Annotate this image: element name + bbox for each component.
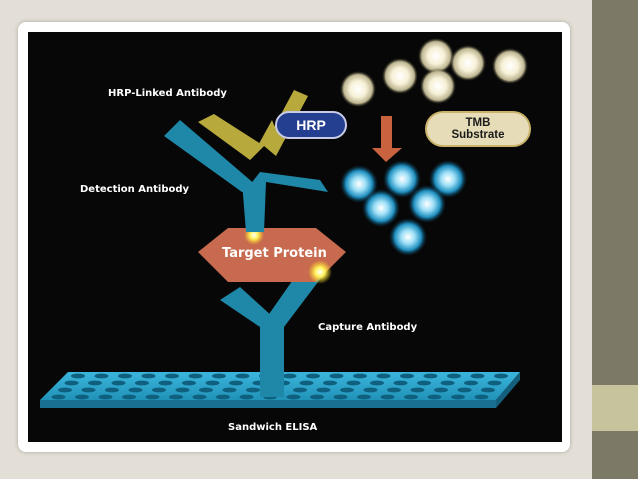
- plate-well: [423, 373, 438, 379]
- plate-well: [122, 394, 136, 400]
- tmb-substrate-pill: [425, 111, 531, 147]
- plate-wells: [51, 373, 508, 400]
- plate-well: [205, 380, 220, 386]
- capture-antibody-label: Capture Antibody: [318, 322, 418, 333]
- plate-well: [457, 387, 472, 393]
- plate-well: [165, 373, 179, 379]
- plate-well: [306, 373, 320, 379]
- plate-well: [282, 373, 297, 379]
- substrate-molecules: [340, 38, 528, 107]
- plate-well: [212, 373, 226, 379]
- reaction-arrow: [372, 116, 402, 162]
- detection-antibody-label: Detection Antibody: [80, 184, 190, 195]
- plate-well: [81, 387, 96, 393]
- plate-well: [464, 380, 478, 386]
- plate-well: [333, 394, 348, 400]
- plate-well: [192, 394, 207, 400]
- plate-well: [470, 373, 485, 379]
- plate-well: [387, 387, 401, 393]
- plate-well: [323, 380, 337, 386]
- capture-antibody: [220, 264, 324, 397]
- tmb-label-line2: Substrate: [451, 129, 505, 141]
- plate-well: [111, 380, 126, 386]
- plate-well: [128, 387, 143, 393]
- plate-well: [94, 373, 109, 379]
- hrp-linked-antibody-label: HRP-Linked Antibody: [108, 88, 227, 99]
- plate-well: [417, 380, 431, 386]
- plate-well: [188, 373, 203, 379]
- plate-well: [346, 380, 361, 386]
- plate-well: [340, 387, 354, 393]
- plate-well: [141, 373, 156, 379]
- plate-well: [447, 373, 461, 379]
- plate-well: [316, 387, 331, 393]
- target-protein-label: Target Protein: [222, 246, 327, 261]
- plate-well: [246, 387, 260, 393]
- plate-well: [487, 380, 502, 386]
- plate-well: [98, 394, 113, 400]
- plate-well: [158, 380, 173, 386]
- plate-well: [175, 387, 190, 393]
- plate-well: [71, 373, 85, 379]
- plate-well: [299, 380, 314, 386]
- plate-well: [353, 373, 367, 379]
- plate-well: [310, 394, 324, 400]
- plate-well: [199, 387, 213, 393]
- plate-well: [235, 373, 250, 379]
- plate-well: [58, 387, 72, 393]
- plate-well: [169, 394, 183, 400]
- plate-well: [135, 380, 149, 386]
- plate-well: [222, 387, 237, 393]
- diagram-caption: Sandwich ELISA: [228, 422, 318, 433]
- plate-well: [88, 380, 102, 386]
- plate-well: [404, 394, 418, 400]
- colored-product-molecules: [340, 160, 467, 256]
- plate-well: [145, 394, 160, 400]
- plate-well: [370, 380, 384, 386]
- plate-well: [481, 387, 495, 393]
- plate-well: [64, 380, 79, 386]
- plate-well: [410, 387, 425, 393]
- plate-well: [216, 394, 230, 400]
- right-sidebar-accent: [592, 385, 638, 431]
- plate-well: [440, 380, 455, 386]
- plate-well: [239, 394, 254, 400]
- elisa-diagram: HRP-Linked Antibody Detection Antibody C…: [28, 32, 562, 442]
- plate-well: [357, 394, 371, 400]
- plate-well: [182, 380, 196, 386]
- plate-well: [393, 380, 408, 386]
- plate-well: [400, 373, 414, 379]
- plate-well: [380, 394, 395, 400]
- hrp-pill: [275, 111, 347, 139]
- plate-well: [293, 387, 307, 393]
- plate-well: [105, 387, 119, 393]
- plate-well: [376, 373, 391, 379]
- plate-well: [51, 394, 66, 400]
- tmb-label-line1: TMB: [465, 117, 491, 129]
- plate-well: [118, 373, 132, 379]
- plate-well: [427, 394, 442, 400]
- plate-well: [286, 394, 301, 400]
- plate-well: [494, 373, 508, 379]
- plate-well: [451, 394, 465, 400]
- binding-site-glow: [308, 260, 332, 284]
- plate-well: [434, 387, 448, 393]
- detection-antibody: [164, 120, 328, 232]
- plate-well: [474, 394, 489, 400]
- plate-well: [75, 394, 89, 400]
- plate-well: [152, 387, 166, 393]
- plate-well: [363, 387, 378, 393]
- hrp-label: HRP: [296, 117, 326, 133]
- plate-well: [329, 373, 344, 379]
- plate-well: [229, 380, 243, 386]
- elisa-illustration: [40, 38, 531, 408]
- tmb-substrate-label: TMB Substrate: [426, 117, 530, 141]
